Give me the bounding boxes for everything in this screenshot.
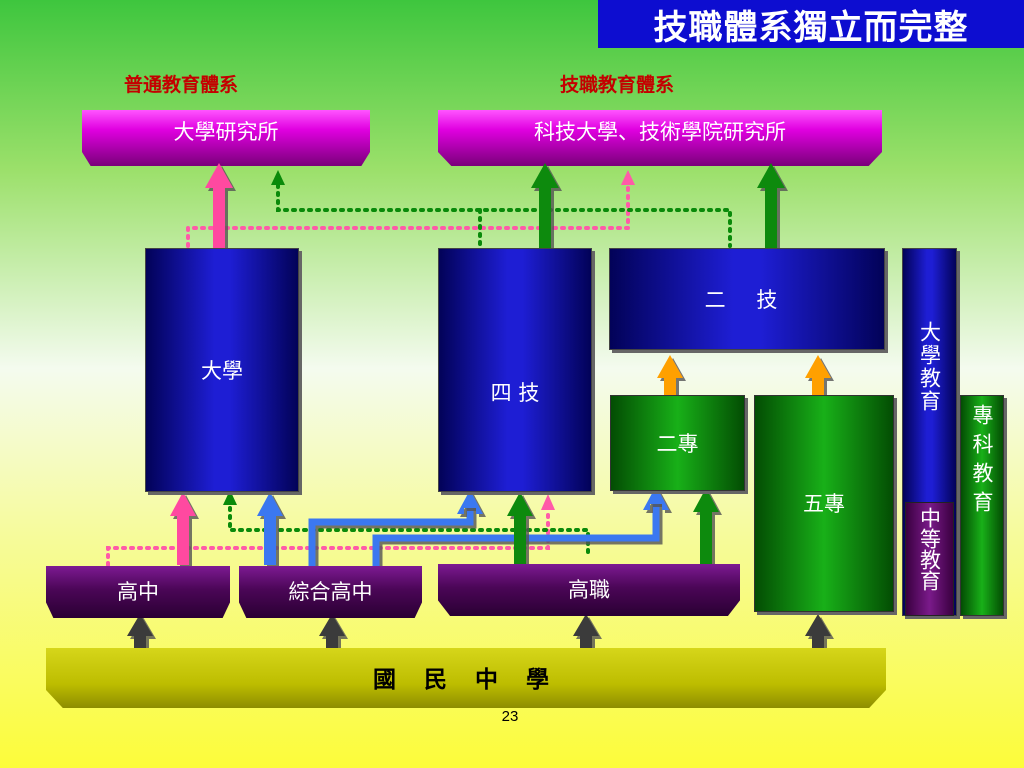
comprehensive-high-school-label: 綜合高中 [288,580,373,604]
secondary-education-label: 中等教育 [917,507,942,591]
five-year-junior-college-label: 五專 [803,492,845,516]
green-arrow [507,492,533,565]
green-dotted-line [276,183,732,248]
vocational-system-label: 技職教育體系 [560,74,675,96]
general-system-label: 普通教育體系 [124,74,239,96]
orange-arrow [657,355,683,395]
pink-arrow [205,163,233,248]
page-number: 23 [501,708,519,725]
tech-grad-school-label: 科技大學、技術學院研究所 [534,120,786,144]
university-box: 大學 [145,248,299,492]
junior-high-school-bar: 國 民 中 學 [46,648,886,708]
green-dotted-line [228,498,590,557]
page-title: 技職體系獨立而完整 [598,0,1024,48]
green-arrow [531,163,559,248]
vocational-high-school-label: 高職 [568,578,610,602]
orange-arrow [805,355,831,395]
dark-arrow [805,614,831,650]
two-year-tech-box: 二 技 [609,248,885,350]
green-arrowhead [223,490,237,505]
senior-high-school-box: 高中 [46,566,230,618]
higher-education-label: 大學教育 [917,321,942,413]
dark-arrow [127,614,153,650]
university-label: 大學 [201,359,243,383]
grad-school-label: 大學研究所 [173,120,279,144]
blue-arrow [257,492,283,565]
blue-path-line [308,505,474,566]
junior-high-school-label: 國 民 中 學 [372,666,560,693]
four-year-tech-box: 四 技 [438,248,592,492]
tech-grad-school-box: 科技大學、技術學院研究所 [438,110,882,166]
green-arrow [757,163,785,248]
pink-dotted-line [186,183,630,248]
dark-arrow [573,614,599,650]
two-year-junior-college-label: 二專 [656,432,699,456]
pink-arrow [170,492,196,565]
dark-arrow [319,614,345,650]
pink-arrowhead [621,170,635,185]
blue-arrow [643,486,669,510]
secondary-education-column: 中等教育 [905,502,954,616]
senior-high-school-label: 高中 [117,580,159,604]
pink-dotted-line [106,508,550,567]
green-arrow [693,488,719,565]
junior-college-education-label: 專科教育 [970,404,994,520]
blue-arrow [457,490,483,514]
comprehensive-high-school-box: 綜合高中 [239,566,422,618]
two-year-tech-label: 二 技 [704,288,790,312]
five-year-junior-college-box: 五專 [754,395,894,612]
green-arrowhead [271,170,285,185]
vocational-high-school-box: 高職 [438,564,740,616]
junior-college-education-column: 專科教育 [960,395,1004,616]
pink-arrowhead [541,494,555,510]
grad-school-box: 大學研究所 [82,110,370,166]
two-year-junior-college-box: 二專 [610,395,745,491]
four-year-tech-label: 四 技 [490,381,540,405]
